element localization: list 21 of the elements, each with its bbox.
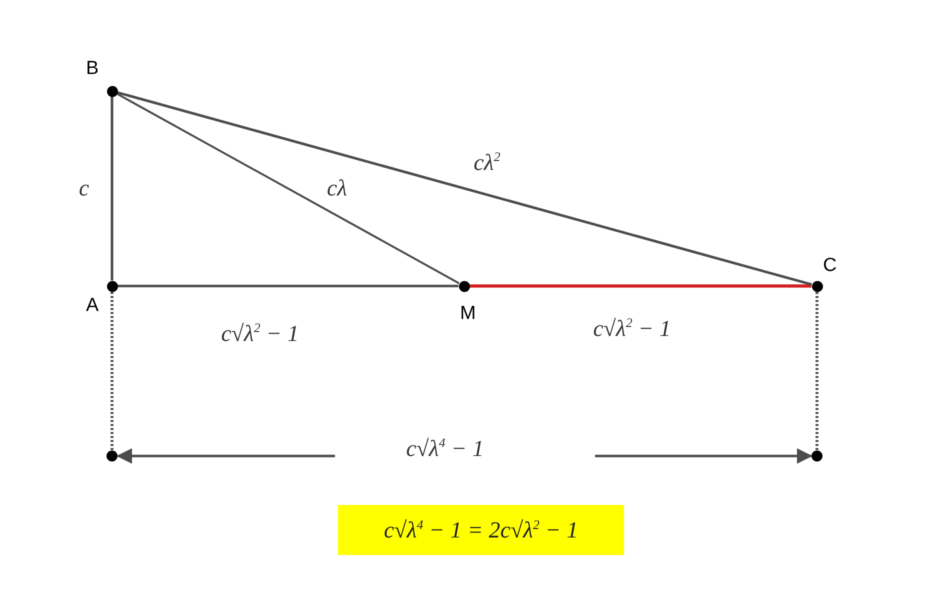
highlighted-box: [338, 505, 624, 555]
point-label: M: [460, 304, 476, 323]
line-segment: [116, 92, 460, 284]
dimension-label: c√λ$^{4}$ − 1: [406, 436, 484, 460]
point-dot: [106, 280, 118, 292]
point-dot: [106, 86, 118, 96]
point-dot: [458, 280, 470, 292]
line-segment: [118, 284, 458, 288]
point-label: A: [86, 296, 99, 315]
edge-label: cλ: [326, 176, 348, 200]
equation-text: c√λ$^{4}$ − 1 = 2c√λ$^{2}$ − 1: [384, 516, 578, 544]
line-segment: [116, 91, 812, 286]
edge-label: c: [78, 176, 90, 200]
edge-label: cλ$^{2}$: [474, 150, 500, 174]
edge-label: c√λ$^{2}$ − 1: [221, 321, 299, 345]
line-segment: [470, 284, 812, 288]
line-segment: [110, 96, 114, 280]
point-dot: [812, 280, 822, 292]
point-label: B: [86, 59, 99, 78]
point-label: C: [823, 256, 837, 275]
edge-label: c√λ$^{2}$ − 1: [593, 316, 671, 340]
